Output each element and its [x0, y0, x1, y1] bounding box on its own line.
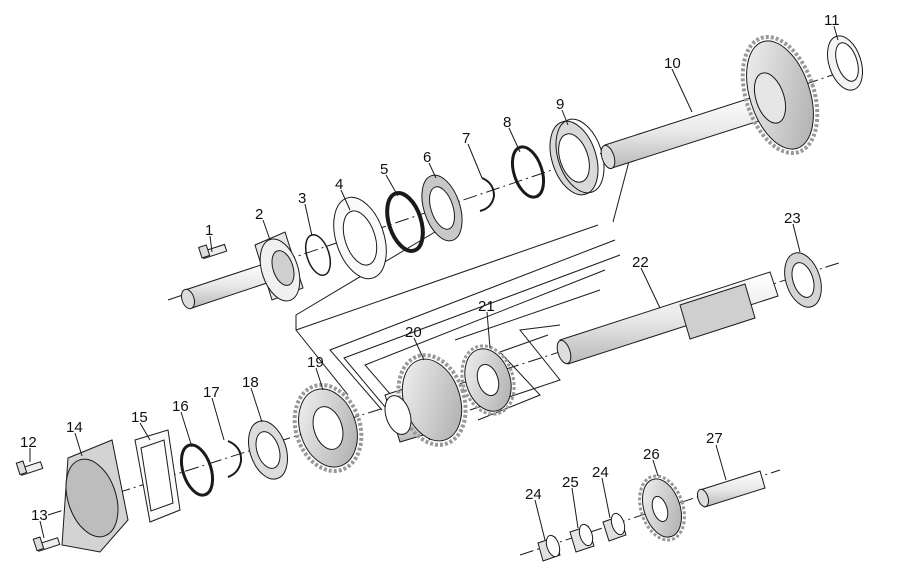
leader-16 [180, 411, 193, 448]
gear-part-19 [292, 383, 364, 473]
label-part-8: 8 [503, 114, 511, 131]
label-part-26: 26 [643, 446, 660, 463]
needle-bearing-part-24-right [602, 512, 627, 542]
gasket-part-4 [333, 196, 387, 280]
upper-assembly [181, 34, 864, 310]
gear-part-20 [384, 353, 468, 447]
leader-13 [39, 520, 45, 539]
guide-line [454, 289, 601, 341]
label-part-11: 11 [824, 12, 840, 29]
gear-part-21 [460, 344, 516, 416]
label-part-25: 25 [562, 474, 579, 491]
bearing-part-18 [248, 420, 288, 480]
label-part-10: 10 [664, 55, 681, 72]
label-part-3: 3 [298, 190, 306, 207]
leader-14 [74, 432, 83, 457]
leader-2 [262, 219, 271, 241]
guide-line [295, 224, 599, 331]
label-part-12: 12 [20, 434, 37, 451]
guide-line [469, 324, 561, 411]
seal-part-5 [385, 191, 425, 253]
bearing-cap-part-6 [421, 174, 463, 242]
leader-15 [139, 422, 151, 441]
leader-8 [508, 127, 521, 153]
gasket-part-15 [134, 429, 181, 523]
clip-part-7 [479, 177, 496, 212]
leader-23 [792, 223, 801, 253]
part-labels: 1 2 3 4 5 6 7 8 9 10 11 12 13 14 15 16 1… [20, 12, 840, 524]
leader-17 [211, 397, 225, 441]
leader-25 [571, 487, 579, 529]
leader-4 [340, 189, 351, 211]
snap-ring-part-8 [510, 145, 546, 199]
bearing-part-23 [784, 252, 822, 308]
leader-19 [315, 367, 324, 391]
leader-lines [29, 25, 839, 541]
clip-part-17 [227, 440, 243, 478]
spacer-part-25 [569, 523, 595, 553]
label-part-24-right: 24 [592, 464, 609, 481]
label-part-23: 23 [784, 210, 801, 227]
seal-part-16 [179, 443, 215, 497]
label-part-14: 14 [66, 419, 83, 436]
bolt-part-1 [198, 243, 228, 260]
leader-24b [601, 477, 611, 519]
leader-22 [640, 267, 661, 309]
leader-21 [486, 311, 491, 349]
label-part-7: 7 [462, 130, 470, 147]
label-part-22: 22 [632, 254, 649, 271]
leader-7 [467, 143, 483, 179]
needle-bearing-part-24-left [537, 534, 561, 562]
input-shaft-part-2 [181, 231, 304, 310]
label-part-20: 20 [405, 324, 422, 341]
main-shaft-part-10 [600, 34, 820, 170]
label-part-19: 19 [307, 354, 324, 371]
leader-9 [561, 109, 569, 126]
leader-1 [209, 235, 213, 253]
label-part-2: 2 [255, 206, 263, 223]
cover-part-14 [61, 439, 129, 553]
leader-5 [385, 174, 399, 197]
bolt-part-12 [15, 460, 44, 476]
label-part-16: 16 [172, 398, 189, 415]
guide-line [343, 254, 621, 421]
leader-10 [671, 68, 693, 113]
label-part-13: 13 [31, 507, 48, 524]
gear-part-26 [638, 474, 686, 542]
label-part-9: 9 [556, 96, 564, 113]
label-part-5: 5 [380, 161, 388, 178]
guide-line [329, 239, 616, 411]
countershaft-assembly [537, 470, 766, 562]
label-part-24-left: 24 [525, 486, 542, 503]
leader-18 [250, 387, 263, 423]
leader-6 [428, 162, 437, 179]
leader-11 [833, 25, 839, 41]
lower-assembly [15, 252, 822, 553]
label-part-18: 18 [242, 374, 259, 391]
leader-26 [652, 459, 659, 477]
leader-20 [413, 337, 425, 361]
bolt-part-13 [32, 536, 61, 552]
shaft-part-27 [696, 470, 766, 508]
label-part-17: 17 [203, 384, 220, 401]
ring-part-11 [826, 35, 864, 91]
leader-24a [534, 499, 546, 541]
snap-ring-part-3 [304, 233, 332, 277]
bearing-part-9 [549, 118, 605, 196]
label-part-6: 6 [423, 149, 431, 166]
label-part-21: 21 [478, 298, 495, 315]
output-shaft-part-22 [556, 271, 779, 365]
label-part-1: 1 [205, 222, 213, 239]
label-part-4: 4 [335, 176, 343, 193]
label-part-27: 27 [706, 430, 723, 447]
label-part-15: 15 [131, 409, 148, 426]
leader-3 [304, 203, 313, 237]
leader-27 [715, 444, 727, 481]
